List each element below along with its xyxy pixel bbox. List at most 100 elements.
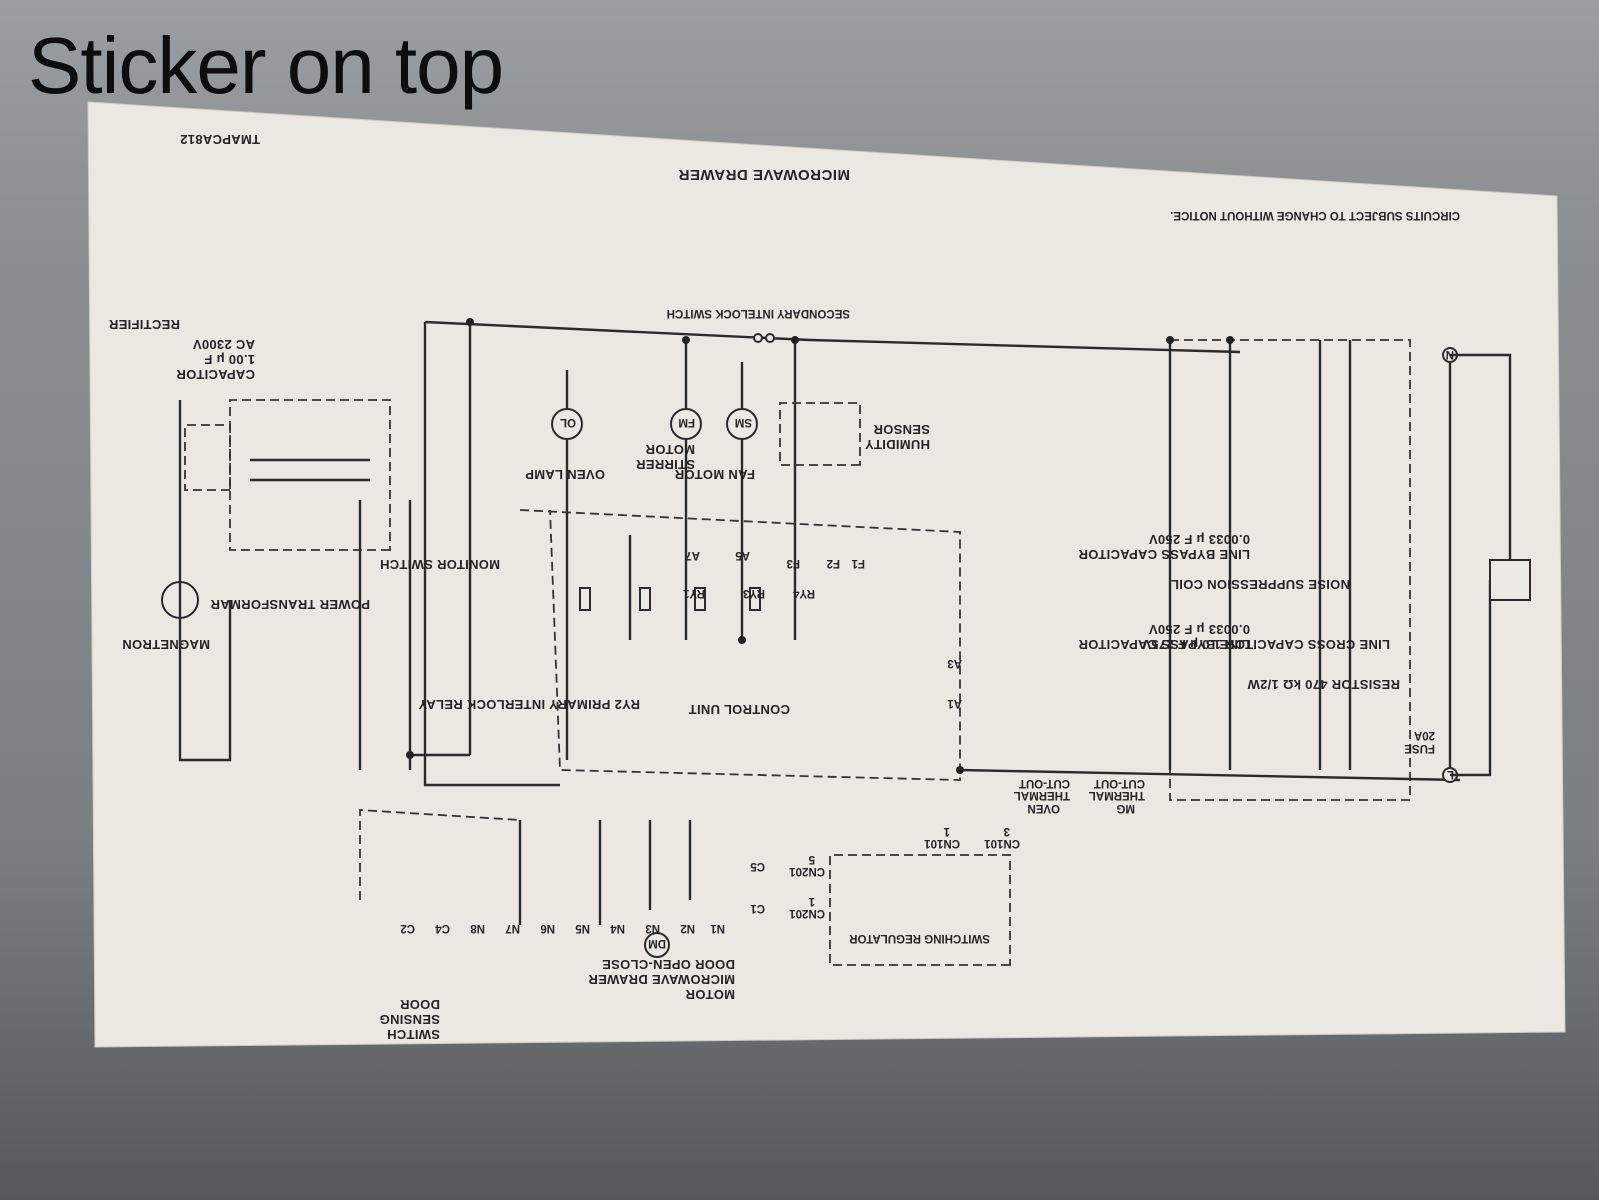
relay-wires — [628, 535, 797, 640]
ry2-coil — [579, 587, 591, 611]
line-cross-cap-label: LINE CROSS CAPACITOR 1.0 μ F 275V — [1142, 637, 1390, 652]
fan-motor-symbol — [670, 408, 702, 440]
fuse-label-2: 20A — [1414, 729, 1435, 741]
junction-dot — [956, 766, 964, 774]
monitor-branch — [423, 322, 560, 787]
junction-dot — [466, 318, 474, 326]
ol-label: OL — [560, 416, 576, 428]
main-rail-upper — [424, 320, 1241, 354]
main-rail-lower — [959, 768, 1461, 782]
part-code: TMAPCA812 — [180, 132, 260, 147]
photo-caption: Sticker on top — [28, 21, 504, 110]
interlock-contact-1 — [753, 333, 763, 343]
sticker-paper — [87, 101, 1566, 1048]
junction-dot — [1166, 336, 1174, 344]
monitor-switch-wires — [358, 500, 470, 770]
n-terminals: N1 N2 N3 N4 N5 N6 N7 N8 C4 C2 — [400, 922, 725, 934]
humidity-sensor-box — [779, 402, 861, 466]
n6-label: N6 — [540, 922, 555, 934]
cn101-3-label: CN101 — [984, 837, 1020, 849]
n4-label: N4 — [610, 922, 625, 934]
stirrer-motor-label-2: MOTOR — [645, 442, 695, 457]
humidity-label-1: HUMIDITY — [865, 437, 930, 452]
line-bypass-cap-1-label-b: 0.0033 μ F 250V — [1149, 532, 1250, 547]
cn201-5-label: CN201 — [789, 865, 825, 877]
fan-motor-label: FAN MOTOR — [674, 467, 755, 482]
n8-label: N8 — [470, 922, 485, 934]
neutral-mark: N — [1446, 348, 1454, 360]
mg-thermal-label-3: CUT-OUT — [1094, 777, 1145, 789]
fuse-label-1: FUSE — [1404, 742, 1435, 754]
magnetron-label: MAGNETRON — [122, 637, 210, 652]
a7-label: A7 — [685, 549, 700, 561]
junction-dot — [1226, 336, 1234, 344]
plug-cord — [1450, 353, 1512, 777]
cn101-1n-label: 1 — [943, 825, 950, 837]
cn201-1-label: CN201 — [789, 907, 825, 919]
c1-label: C1 — [750, 902, 765, 914]
cn101-3n-label: 3 — [1004, 825, 1010, 837]
stirrer-motor-symbol — [726, 408, 758, 440]
control-unit-label: CONTROL UNIT — [688, 702, 790, 717]
f3-label: F3 — [787, 557, 800, 569]
n7-label: N7 — [505, 922, 520, 934]
hv-wires — [178, 400, 232, 762]
door-motor-label-2: DOOR OPEN-CLOSE — [602, 957, 735, 972]
cn201-1n-label: 1 — [808, 895, 815, 907]
filter-wires — [1168, 340, 1452, 770]
cn201-5n-label: 5 — [808, 853, 815, 865]
ry1-label: RY1 — [682, 587, 705, 599]
door-sensing-label-2: SENSING — [379, 1012, 440, 1027]
diagram-rotated-group: TMAPCA812 MICROWAVE DRAWER CIRCUITS SUBJ… — [108, 132, 1531, 1042]
dm-label: DM — [648, 937, 666, 949]
door-sensing-label-3: SWITCH — [387, 1027, 440, 1042]
ry3-label: RY3 — [743, 587, 765, 599]
interlock-contact-2 — [765, 333, 775, 343]
door-motor-symbol — [644, 932, 670, 958]
door-motor-wires — [518, 820, 692, 925]
junction-dot — [738, 636, 746, 644]
a1-label: A1 — [947, 697, 962, 709]
power-transformer-label: POWER TRANSFORMAR — [210, 597, 370, 612]
cn101-1-label: CN101 — [924, 837, 960, 849]
mg-thermal-label-1: MG — [1116, 802, 1135, 814]
f2-label: F2 — [827, 557, 840, 569]
capacitor-label-1: CAPACITOR — [176, 367, 255, 382]
ry3-coil — [694, 587, 706, 611]
notice-text: CIRCUITS SUBJECT TO CHANGE WITHOUT NOTIC… — [1170, 209, 1460, 221]
oven-thermal-label-3: CUT-OUT — [1019, 777, 1070, 789]
ry4-coil — [639, 587, 651, 611]
door-motor-label-1: MICROWAVE DRAWER — [588, 972, 735, 987]
oven-thermal-label-1: OVEN — [1027, 802, 1060, 814]
ry4-label: RY4 — [792, 587, 815, 599]
mg-thermal-label-2: THERMAL — [1089, 789, 1145, 801]
capacitor-label-2: 1.00 μ F — [204, 352, 255, 367]
humidity-label-2: SENSOR — [873, 422, 930, 437]
junction-dot — [406, 751, 414, 759]
power-plug-icon — [1489, 559, 1531, 601]
line-bypass-cap-1-label-a: LINE BYPASS CAPACITOR — [1078, 547, 1250, 562]
control-unit-box — [519, 509, 961, 781]
stirrer-motor-label-1: STIRRER — [636, 457, 695, 472]
hv-capacitor-box — [184, 424, 231, 491]
line-bypass-cap-2-label-a: LINE BYPASS CAPACITOR — [1078, 637, 1250, 652]
n5-label: N5 — [575, 922, 590, 934]
oven-lamp-symbol — [551, 408, 583, 440]
junction-dots — [406, 318, 1234, 774]
monitor-switch-label: MONITOR SWITCH — [380, 557, 500, 572]
primary-interlock-label: RY2 PRIMARY INTERLOCK RELAY — [418, 697, 640, 712]
n2-label: N2 — [680, 922, 695, 934]
ry1-coil — [749, 587, 761, 611]
c5-label: C5 — [750, 860, 765, 872]
diagram-title: MICROWAVE DRAWER — [678, 166, 850, 183]
f1-label: F1 — [851, 557, 865, 569]
line-bypass-cap-2-label-b: 0.0033 μ F 250V — [1149, 622, 1250, 637]
door-motor-label-3: MOTOR — [685, 987, 735, 1002]
sm-label: SM — [735, 416, 752, 428]
n1-label: N1 — [710, 922, 725, 934]
door-sensing-label-1: DOOR — [399, 997, 440, 1012]
c2-label: C2 — [400, 922, 415, 934]
n3-label: N3 — [645, 922, 660, 934]
oven-thermal-label-2: THERMAL — [1014, 789, 1070, 801]
